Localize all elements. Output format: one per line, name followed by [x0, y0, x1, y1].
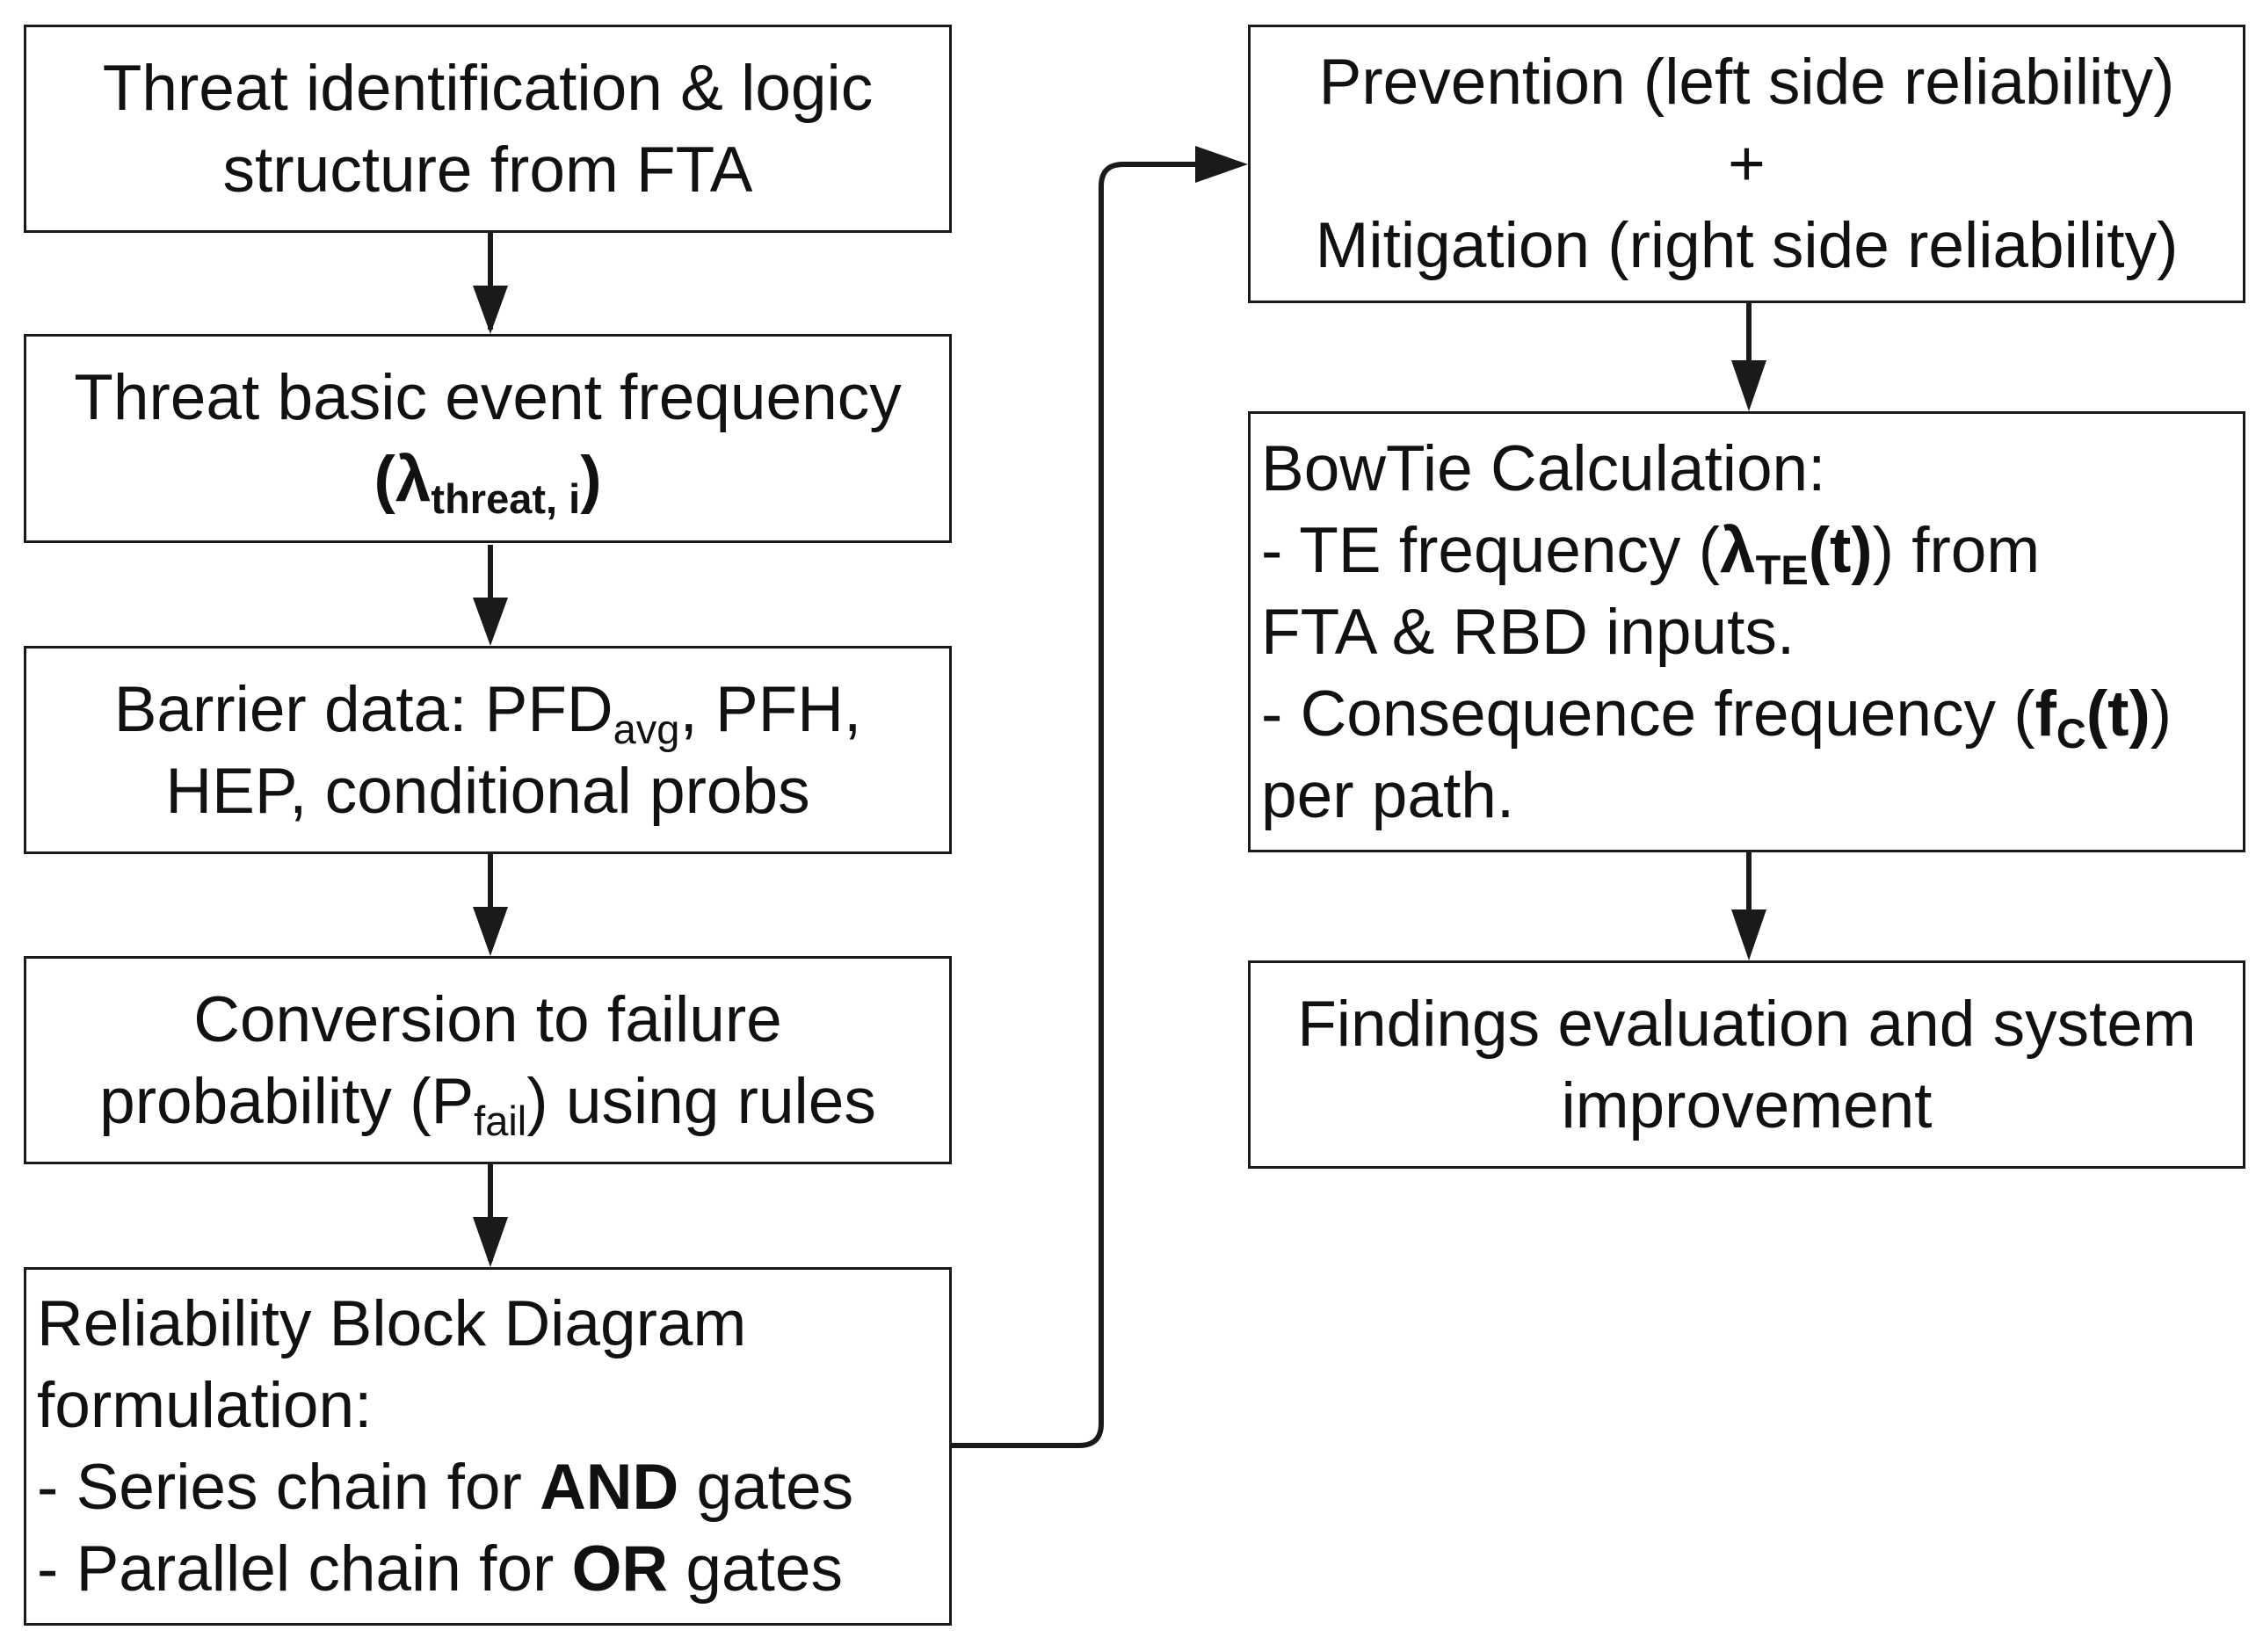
parallel-pre: - Parallel chain for — [37, 1533, 572, 1605]
series-pre: - Series chain for — [37, 1452, 540, 1523]
barrier-line1: Barrier data: PFDavg, PFH, — [114, 669, 862, 750]
threat-freq-symbol-line: (λthreat, i) — [374, 438, 602, 520]
findings-box: Findings evaluation and system improveme… — [1248, 960, 2245, 1169]
cons-time: (t) — [2085, 677, 2151, 750]
barrier-data-box: Barrier data: PFDavg, PFH, HEP, conditio… — [24, 646, 952, 854]
rbd-series-line: - Series chain for AND gates — [37, 1446, 949, 1528]
te-subscript: TE — [1755, 546, 1809, 593]
te-post: ) from — [1872, 514, 2041, 586]
cons-pre: - Consequence frequency ( — [1261, 677, 2035, 750]
rbd-line1: Reliability Block Diagram — [37, 1288, 747, 1359]
barrier-sub: avg — [613, 705, 680, 752]
barrier-post: , PFH, — [679, 673, 862, 745]
rbd-parallel-line: - Parallel chain for OR gates — [37, 1528, 949, 1610]
conversion-pre: probability (P — [99, 1065, 475, 1137]
conversion-sub: fail — [474, 1097, 527, 1144]
barrier-line2: HEP, conditional probs — [165, 755, 810, 827]
prevention-mitigation-box: Prevention (left side reliability) + Mit… — [1248, 25, 2245, 303]
conversion-line1: Conversion to failure — [193, 983, 782, 1055]
cons-subscript: C — [2056, 709, 2086, 757]
bowtie-line5: per path. — [1261, 759, 1515, 831]
bowtie-consequence-line: - Consequence frequency (fC(t)) — [1261, 673, 2243, 755]
series-post: gates — [678, 1452, 854, 1523]
and-gate-label: AND — [540, 1452, 679, 1523]
bowtie-calculation-box: BowTie Calculation: - TE frequency (λTE(… — [1248, 411, 2245, 852]
cons-f: f — [2035, 677, 2056, 750]
rbd-line2: formulation: — [37, 1370, 373, 1441]
threat-id-line2: structure from FTA — [222, 134, 753, 206]
te-lambda: λ — [1720, 514, 1756, 586]
findings-line1: Findings evaluation and system — [1297, 988, 2196, 1060]
prevention-line: Prevention (left side reliability) — [1318, 47, 2175, 118]
te-time: (t) — [1808, 514, 1873, 586]
cons-post: ) — [2150, 677, 2172, 750]
bowtie-te-line: - TE frequency (λTE(t)) from — [1261, 510, 2243, 591]
bowtie-line1: BowTie Calculation: — [1261, 432, 1826, 504]
conversion-box: Conversion to failure probability (Pfail… — [24, 956, 952, 1164]
threat-id-line1: Threat identification & logic — [102, 52, 874, 124]
lambda-symbol: λ — [395, 444, 432, 515]
te-pre: - TE frequency ( — [1261, 514, 1721, 586]
conversion-line2: probability (Pfail) using rules — [99, 1061, 876, 1142]
open-paren: ( — [374, 444, 395, 515]
conversion-post: ) using rules — [526, 1065, 876, 1137]
arrow-rbd-to-prevention — [952, 162, 1204, 1448]
parallel-post: gates — [668, 1533, 843, 1605]
or-gate-label: OR — [571, 1533, 669, 1605]
close-paren: ) — [580, 444, 602, 515]
plus-sign: + — [1728, 128, 1766, 199]
threat-frequency-box: Threat basic event frequency (λthreat, i… — [24, 334, 952, 543]
barrier-pre: Barrier data: PFD — [113, 673, 613, 745]
threat-freq-line1: Threat basic event frequency — [74, 362, 902, 433]
findings-line2: improvement — [1561, 1069, 1933, 1141]
lambda-subscript: threat, i — [431, 475, 581, 522]
threat-identification-box: Threat identification & logic structure … — [24, 25, 952, 233]
mitigation-line: Mitigation (right side reliability) — [1315, 210, 2179, 281]
bowtie-line3: FTA & RBD inputs. — [1261, 596, 1795, 668]
rbd-formulation-box: Reliability Block Diagram formulation: -… — [24, 1267, 952, 1626]
